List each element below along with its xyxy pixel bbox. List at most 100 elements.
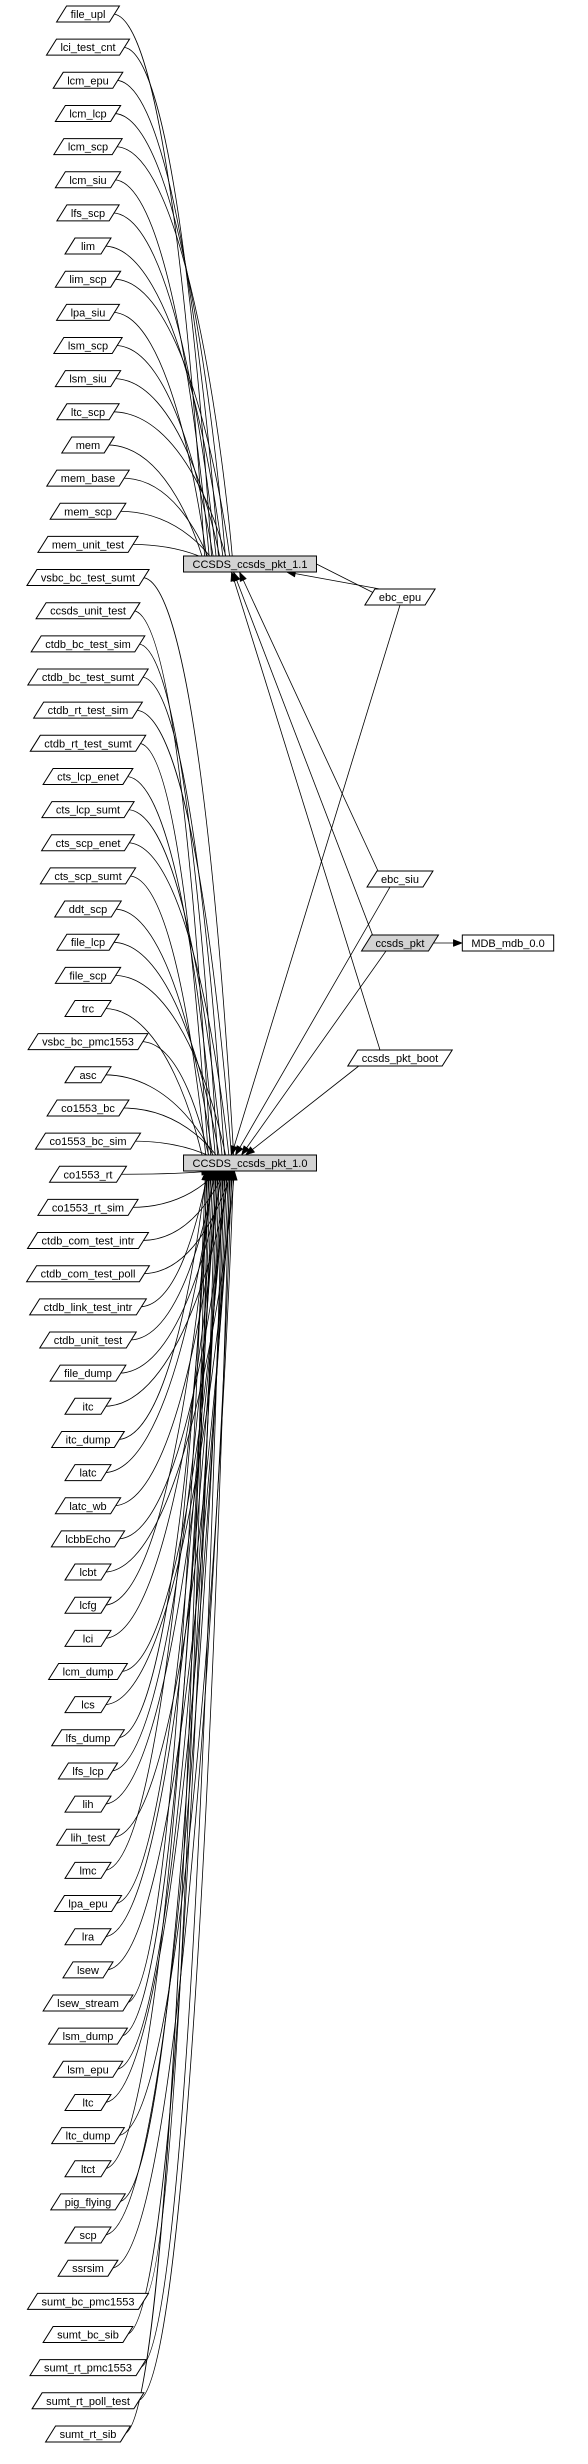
- node-sumt-rt-poll-test[interactable]: sumt_rt_poll_test: [31, 2392, 145, 2410]
- node-lsm-siu[interactable]: lsm_siu: [54, 370, 122, 388]
- node-ccsds-ccsds-pkt-1-0[interactable]: CCSDS_ccsds_pkt_1.0: [183, 1154, 317, 1172]
- node-label: lpa_epu: [68, 1899, 107, 1911]
- node-lci-test-cnt[interactable]: lci_test_cnt: [45, 38, 131, 56]
- node-vsbc-bc-pmc1553[interactable]: vsbc_bc_pmc1553: [27, 1033, 149, 1051]
- node-file-dump[interactable]: file_dump: [49, 1364, 127, 1382]
- node-co1553-rt[interactable]: co1553_rt: [48, 1165, 128, 1183]
- node-mem-unit-test[interactable]: mem_unit_test: [37, 535, 139, 553]
- node-lcbt[interactable]: lcbt: [64, 1563, 112, 1581]
- node-file-lcp[interactable]: file_lcp: [55, 933, 121, 951]
- node-file-scp[interactable]: file_scp: [54, 966, 122, 984]
- node-lsew-stream[interactable]: lsew_stream: [42, 1994, 134, 2012]
- node-ccsds-unit-test[interactable]: ccsds_unit_test: [35, 602, 141, 620]
- node-lcfg[interactable]: lcfg: [64, 1596, 112, 1614]
- node-latc-wb[interactable]: latc_wb: [54, 1497, 122, 1515]
- node-cts-scp-sumt[interactable]: cts_scp_sumt: [39, 867, 137, 885]
- edge-lcm-siu: [113, 179, 211, 573]
- node-ltct[interactable]: ltct: [64, 2160, 112, 2178]
- node-lsm-dump[interactable]: lsm_dump: [47, 2027, 129, 2045]
- node-ctdb-bc-test-sumt[interactable]: ctdb_bc_test_sumt: [26, 668, 150, 686]
- edge-ebc-siu-to-hub-11: [239, 571, 379, 872]
- node-ctdb-com-test-poll[interactable]: ctdb_com_test_poll: [25, 1265, 151, 1283]
- node-sumt-rt-sib[interactable]: sumt_rt_sib: [44, 2425, 132, 2443]
- node-lih[interactable]: lih: [64, 1795, 112, 1813]
- node-lsm-epu[interactable]: lsm_epu: [52, 2060, 124, 2078]
- node-lih-test[interactable]: lih_test: [55, 1828, 121, 1846]
- node-shape: [54, 171, 122, 189]
- node-lcm-dump[interactable]: lcm_dump: [47, 1663, 129, 1680]
- node-file-upl[interactable]: file_upl: [55, 5, 121, 23]
- node-co1553-rt-sim[interactable]: co1553_rt_sim: [37, 1198, 139, 1216]
- node-lsm-scp[interactable]: lsm_scp: [52, 337, 124, 354]
- node-co1553-bc[interactable]: co1553_bc: [46, 1099, 130, 1117]
- node-itc[interactable]: itc: [64, 1397, 112, 1415]
- node-lci[interactable]: lci: [64, 1629, 112, 1647]
- node-label: ctdb_bc_test_sim: [45, 639, 131, 651]
- node-lsew[interactable]: lsew: [62, 1961, 114, 1979]
- node-shape: [60, 436, 116, 454]
- node-lim-scp[interactable]: lim_scp: [54, 270, 122, 288]
- node-lfs-scp[interactable]: lfs_scp: [55, 204, 121, 222]
- node-lpa-epu[interactable]: lpa_epu: [53, 1895, 123, 1913]
- node-shape: [49, 1364, 127, 1382]
- node-ltc-dump[interactable]: ltc_dump: [50, 2127, 126, 2145]
- node-ltc-scp[interactable]: ltc_scp: [55, 403, 121, 421]
- node-lcm-lcp[interactable]: lcm_lcp: [54, 104, 122, 122]
- node-vsbc-bc-test-sumt[interactable]: vsbc_bc_test_sumt: [26, 569, 150, 587]
- node-ddt-scp[interactable]: ddt_scp: [53, 900, 123, 918]
- node-latc[interactable]: latc: [64, 1464, 112, 1482]
- edge-ebc-siu-to-hub-10: [235, 886, 391, 1156]
- edge-sumt-bc-pmc1553: [141, 1170, 209, 2302]
- node-lcm-siu[interactable]: lcm_siu: [54, 171, 122, 189]
- node-label: MDB_mdb_0.0: [471, 938, 544, 950]
- node-ccsds-pkt[interactable]: ccsds_pkt: [360, 934, 440, 952]
- node-ctdb-rt-test-sim[interactable]: ctdb_rt_test_sim: [32, 701, 144, 719]
- node-lcm-epu[interactable]: lcm_epu: [52, 71, 124, 89]
- node-shape: [64, 1563, 112, 1581]
- node-lfs-dump[interactable]: lfs_dump: [50, 1729, 126, 1747]
- node-asc[interactable]: asc: [64, 1066, 112, 1084]
- node-lcs[interactable]: lcs: [64, 1696, 112, 1714]
- node-cts-scp-enet[interactable]: cts_scp_enet: [40, 834, 136, 852]
- node-shape: [55, 204, 121, 222]
- node-ltc[interactable]: ltc: [64, 2093, 112, 2111]
- node-ebc-epu[interactable]: ebc_epu: [363, 588, 437, 606]
- node-lmc[interactable]: lmc: [64, 1861, 112, 1879]
- node-ccsds-pkt-boot[interactable]: ccsds_pkt_boot: [346, 1049, 454, 1067]
- node-label: lfs_dump: [66, 1733, 111, 1745]
- node-itc-dump[interactable]: itc_dump: [50, 1430, 126, 1448]
- node-sumt-bc-pmc1553[interactable]: sumt_bc_pmc1553: [26, 2292, 150, 2310]
- node-scp[interactable]: scp: [64, 2226, 112, 2244]
- node-lcbbecho[interactable]: lcbbEcho: [50, 1530, 126, 1548]
- node-ctdb-bc-test-sim[interactable]: ctdb_bc_test_sim: [30, 635, 146, 653]
- node-lra[interactable]: lra: [64, 1928, 112, 1946]
- node-shape: [26, 668, 150, 686]
- node-trc[interactable]: trc: [64, 1000, 112, 1017]
- node-mdb-mdb-0-0[interactable]: MDB_mdb_0.0: [461, 934, 555, 952]
- node-pig-flying[interactable]: pig_flying: [49, 2193, 127, 2211]
- node-ssrsim[interactable]: ssrsim: [57, 2259, 119, 2277]
- node-mem-scp[interactable]: mem_scp: [49, 502, 127, 520]
- node-ctdb-com-test-intr[interactable]: ctdb_com_test_intr: [26, 1232, 150, 1250]
- node-ctdb-link-test-intr[interactable]: ctdb_link_test_intr: [28, 1298, 148, 1316]
- node-ctdb-unit-test[interactable]: ctdb_unit_test: [38, 1331, 138, 1349]
- node-lim[interactable]: lim: [64, 237, 112, 255]
- node-sumt-rt-pmc1553[interactable]: sumt_rt_pmc1553: [29, 2359, 147, 2377]
- node-label: ltc_dump: [66, 2131, 111, 2143]
- node-sumt-bc-sib[interactable]: sumt_bc_sib: [42, 2326, 134, 2343]
- node-ebc-siu[interactable]: ebc_siu: [366, 870, 434, 888]
- node-cts-lcp-enet[interactable]: cts_lcp_enet: [42, 767, 134, 785]
- node-lcm-scp[interactable]: lcm_scp: [52, 138, 124, 156]
- edge-lsm-scp: [115, 345, 216, 573]
- node-ctdb-rt-test-sumt[interactable]: ctdb_rt_test_sumt: [29, 734, 147, 752]
- node-label: lfs_lcp: [72, 1766, 103, 1778]
- node-label: sumt_bc_pmc1553: [42, 2296, 135, 2308]
- node-ccsds-ccsds-pkt-1-1[interactable]: CCSDS_ccsds_pkt_1.1: [183, 555, 317, 573]
- node-lpa-siu[interactable]: lpa_siu: [55, 303, 121, 321]
- node-cts-lcp-sumt[interactable]: cts_lcp_sumt: [40, 801, 136, 819]
- node-label: scp: [79, 2230, 96, 2242]
- node-co1553-bc-sim[interactable]: co1553_bc_sim: [34, 1132, 142, 1150]
- node-lfs-lcp[interactable]: lfs_lcp: [57, 1762, 119, 1780]
- node-mem-base[interactable]: mem_base: [45, 469, 131, 487]
- node-mem[interactable]: mem: [60, 436, 116, 454]
